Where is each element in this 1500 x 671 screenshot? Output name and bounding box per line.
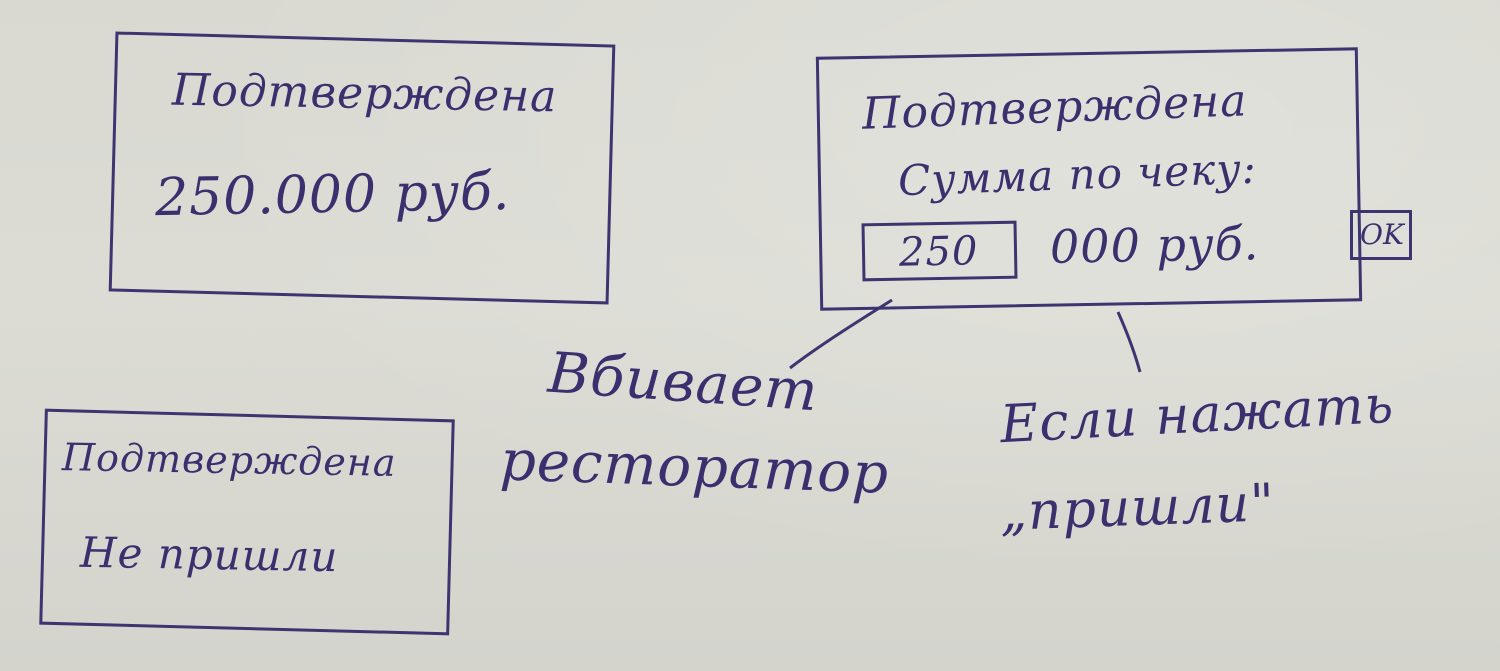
input-annotation-line1: Вбивает (546, 340, 821, 425)
button-annotation-line2: „пришли" (999, 473, 1276, 543)
confirmed-amount-title: Подтверждена (171, 64, 558, 123)
receipt-amount-suffix: 000 руб. (1049, 216, 1260, 274)
ok-button-label: OK (1360, 218, 1404, 251)
not-came-title: Подтверждена (61, 435, 397, 485)
confirmed-amount-value: 250.000 руб. (154, 161, 511, 229)
receipt-amount-input[interactable]: 250 (861, 220, 1018, 282)
button-pointer-line (1116, 311, 1142, 373)
not-came-status: Не пришли (79, 527, 339, 582)
button-annotation-line1: Если нажать (998, 374, 1396, 456)
input-annotation-line2: ресторатор (498, 428, 891, 507)
receipt-amount-input-value: 250 (898, 228, 979, 276)
ok-button[interactable]: OK (1350, 210, 1412, 260)
